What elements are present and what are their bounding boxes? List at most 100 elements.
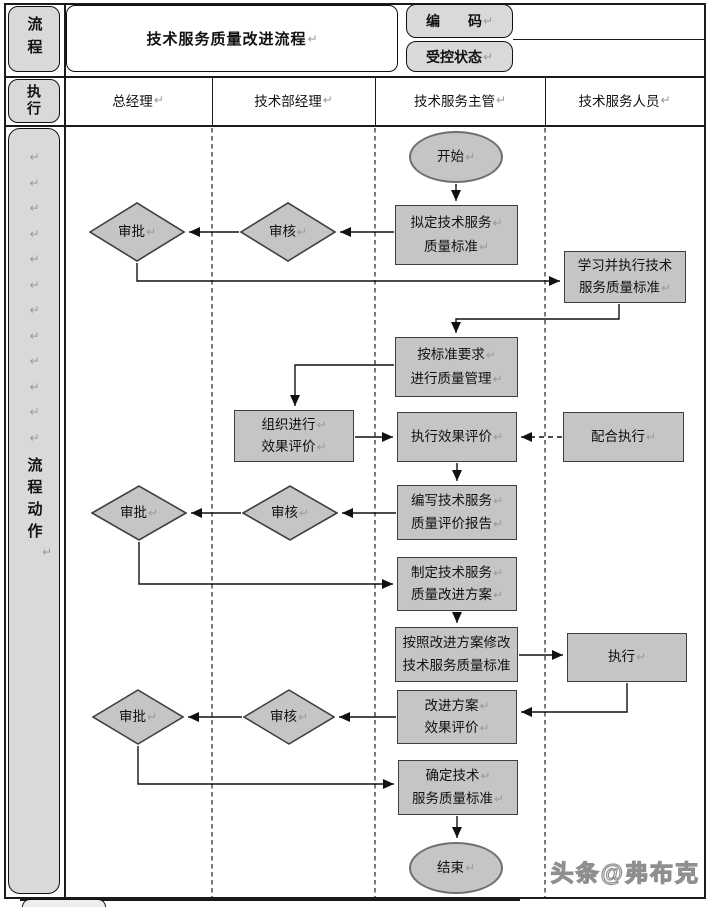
- diamond-shape: [240, 202, 336, 262]
- next-row-cut-box: [22, 899, 106, 907]
- diamond-shape: [91, 485, 187, 541]
- return-mark: ↵: [660, 93, 671, 107]
- flow-node-execute: 执行↵: [567, 633, 687, 682]
- return-mark: ↵: [29, 252, 40, 266]
- return-mark: ↵: [464, 860, 476, 875]
- return-mark: ↵: [635, 650, 647, 665]
- return-mark: ↵: [660, 280, 672, 295]
- column-label: 技术部经理: [254, 94, 322, 109]
- node-label: 技术服务质量标准: [402, 657, 511, 673]
- return-mark: ↵: [29, 277, 40, 292]
- return-mark: ↵: [29, 175, 40, 190]
- node-label: 审批: [117, 223, 145, 239]
- status-label-box: 受控状态↵: [406, 41, 513, 72]
- column-header-tech-dept-manager: 技术部经理↵: [212, 88, 375, 112]
- code-label: 编 码: [425, 13, 482, 29]
- node-label: 编写技术服务: [410, 492, 492, 508]
- node-label: 学习并执行技术: [577, 257, 673, 273]
- return-mark: ↵: [29, 226, 40, 241]
- diamond-shape: [242, 485, 338, 541]
- page-title: 技术服务质量改进流程: [146, 31, 307, 48]
- flow-node-execute-evaluation: 执行效果评价↵: [397, 412, 517, 462]
- code-label-box: 编 码↵: [406, 4, 513, 38]
- return-mark: ↵: [478, 240, 490, 255]
- return-mark: ↵: [145, 224, 157, 239]
- role-divider-3: [545, 76, 547, 126]
- node-label: 执行效果评价: [410, 428, 492, 444]
- return-mark: ↵: [492, 372, 503, 387]
- return-mark: ↵: [482, 49, 494, 64]
- return-mark: ↵: [29, 405, 40, 419]
- node-label: 审核: [269, 708, 297, 724]
- flow-node-confirm-standards: 确定技术↵ 服务质量标准↵: [398, 760, 518, 815]
- column-label: 总经理: [112, 94, 153, 109]
- node-label: 效果评价: [261, 438, 316, 454]
- node-label: 拟定技术服务: [410, 214, 492, 230]
- return-mark: ↵: [307, 31, 318, 46]
- return-mark: ↵: [297, 709, 309, 724]
- return-mark: ↵: [29, 328, 40, 343]
- return-mark: ↵: [495, 93, 507, 107]
- return-mark: ↵: [316, 439, 327, 454]
- return-mark-column: ↵ ↵ ↵ ↵ ↵ ↵ ↵ ↵ ↵ ↵ ↵ ↵: [28, 145, 39, 451]
- node-label: 服务质量标准: [411, 790, 493, 806]
- diamond-shape: [243, 689, 335, 745]
- node-label: 按标准要求: [417, 346, 485, 362]
- return-mark: ↵: [29, 354, 40, 368]
- return-mark: ↵: [146, 709, 158, 724]
- execute-header-box: 执行: [8, 79, 60, 123]
- column-label: 技术服务人员: [578, 94, 660, 109]
- return-mark: ↵: [153, 93, 164, 107]
- node-label: 审批: [119, 504, 147, 520]
- return-mark: ↵: [29, 150, 40, 164]
- return-mark: ↵: [322, 93, 333, 107]
- code-status-divider: [513, 39, 704, 41]
- return-mark: ↵: [645, 429, 657, 444]
- node-label: 审核: [270, 504, 298, 520]
- sidebar-vertical-label: 流程动作: [25, 457, 43, 545]
- return-mark: ↵: [492, 588, 504, 603]
- column-label: 技术服务主管: [413, 94, 495, 109]
- return-mark: ↵: [480, 768, 491, 783]
- flow-node-end: 结束↵: [409, 842, 503, 894]
- node-label: 改进方案: [424, 697, 479, 713]
- return-mark: ↵: [316, 417, 327, 432]
- role-row-divider: [4, 125, 704, 127]
- return-mark: ↵: [296, 224, 308, 239]
- node-label: 按照改进方案修改: [402, 634, 511, 650]
- node-label: 效果评价: [424, 720, 479, 736]
- node-label: 质量改进方案: [410, 587, 492, 603]
- node-label: 配合执行: [590, 428, 645, 444]
- watermark-text: 头条@弗布克: [550, 859, 700, 886]
- return-mark: ↵: [41, 545, 52, 559]
- node-label: 服务质量标准: [578, 279, 660, 295]
- column-header-general-manager: 总经理↵: [64, 88, 212, 112]
- process-header-label: 流程: [25, 16, 43, 62]
- flow-node-write-report: 编写技术服务↵ 质量评价报告↵: [397, 485, 517, 540]
- return-mark: ↵: [492, 215, 503, 230]
- flow-node-revise-standards: 按照改进方案修改 技术服务质量标准: [395, 627, 518, 682]
- process-header-box: 流程: [8, 6, 60, 72]
- column-header-tech-service-supervisor: 技术服务主管↵: [375, 88, 545, 112]
- column-header-tech-service-staff: 技术服务人员↵: [545, 88, 704, 112]
- return-mark: ↵: [147, 505, 159, 520]
- return-mark: ↵: [493, 791, 505, 806]
- return-mark: ↵: [464, 149, 476, 164]
- flow-node-review-1: 审核↵: [240, 202, 336, 262]
- flow-node-review-2: 审核↵: [242, 485, 338, 541]
- diamond-shape: [89, 202, 185, 262]
- return-mark: ↵: [485, 347, 496, 362]
- process-actions-sidebar: ↵ ↵ ↵ ↵ ↵ ↵ ↵ ↵ ↵ ↵ ↵ ↵ 流程动作 ↵: [8, 128, 60, 894]
- node-label: 审批: [118, 708, 146, 724]
- node-label: 审核: [268, 223, 296, 239]
- return-mark: ↵: [492, 493, 504, 508]
- return-mark: ↵: [29, 430, 40, 445]
- next-row-top-border: [20, 899, 520, 901]
- return-mark: ↵: [29, 303, 40, 317]
- return-mark: ↵: [479, 721, 490, 736]
- title-box: 技术服务质量改进流程↵: [66, 5, 398, 72]
- return-mark: ↵: [29, 379, 40, 394]
- node-label: 质量标准: [423, 239, 478, 255]
- node-label: 执行: [607, 649, 635, 665]
- node-label: 质量评价报告: [410, 515, 492, 531]
